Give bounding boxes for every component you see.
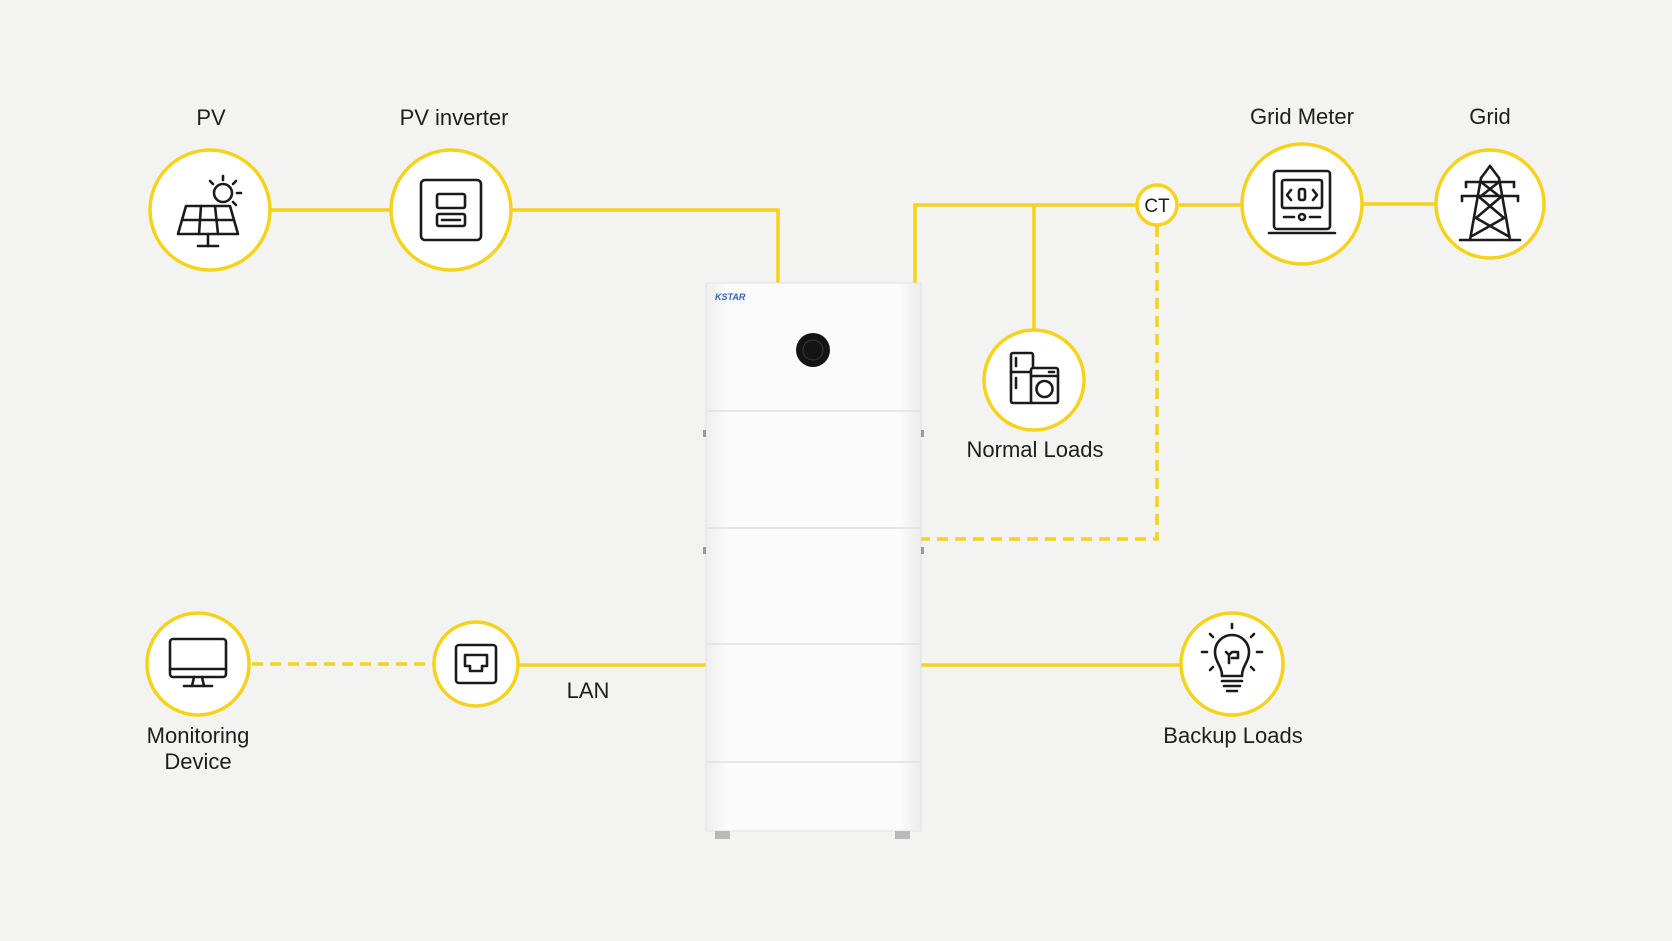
transmission-tower-icon [1458, 164, 1522, 242]
grid-label: Grid [1469, 104, 1511, 129]
monitor-icon [168, 637, 228, 688]
unit-display-glare [802, 339, 824, 361]
monitoring-device-label-line2: Device [164, 749, 232, 774]
unit-clip [921, 547, 924, 554]
pv-inverter-label: PV inverter [399, 105, 509, 130]
line-inverter-to-unit [512, 208, 780, 283]
unit-clip [921, 430, 924, 437]
grid-meter-label: Grid Meter [1250, 104, 1354, 129]
storage-unit: KSTAR [703, 282, 924, 839]
monitoring-device-label-line1: Monitoring [146, 723, 250, 748]
unit-foot [895, 831, 910, 839]
unit-clip [703, 430, 706, 437]
lan-node [432, 620, 520, 708]
monitoring-device-node [145, 611, 251, 717]
unit-brand-logo: KSTAR [715, 292, 746, 302]
ethernet-port-icon [454, 643, 498, 685]
line-unit-to-grid-bus [913, 203, 1139, 283]
unit-body [705, 282, 922, 832]
normal-loads-label: Normal Loads [966, 437, 1104, 462]
light-bulb-icon [1200, 622, 1264, 693]
grid-meter-node [1240, 142, 1364, 266]
backup-loads-label: Backup Loads [1163, 723, 1303, 748]
unit-display [796, 333, 830, 367]
ct-node [1135, 183, 1179, 227]
connection-lines [252, 202, 1435, 667]
solar-panel-icon [176, 174, 243, 248]
pv-inverter-node [389, 148, 513, 272]
unit-clip [703, 547, 706, 554]
lan-label: LAN [566, 678, 610, 703]
line-ct-dashed-to-unit [921, 226, 1159, 541]
meter-icon [1267, 169, 1337, 235]
backup-loads-node [1179, 611, 1285, 717]
unit-foot [715, 831, 730, 839]
pv-label: PV [196, 105, 226, 130]
grid-node [1434, 148, 1546, 260]
appliance-icon [1009, 351, 1060, 405]
inverter-icon [419, 178, 483, 242]
ct-label: CT [1144, 196, 1170, 217]
